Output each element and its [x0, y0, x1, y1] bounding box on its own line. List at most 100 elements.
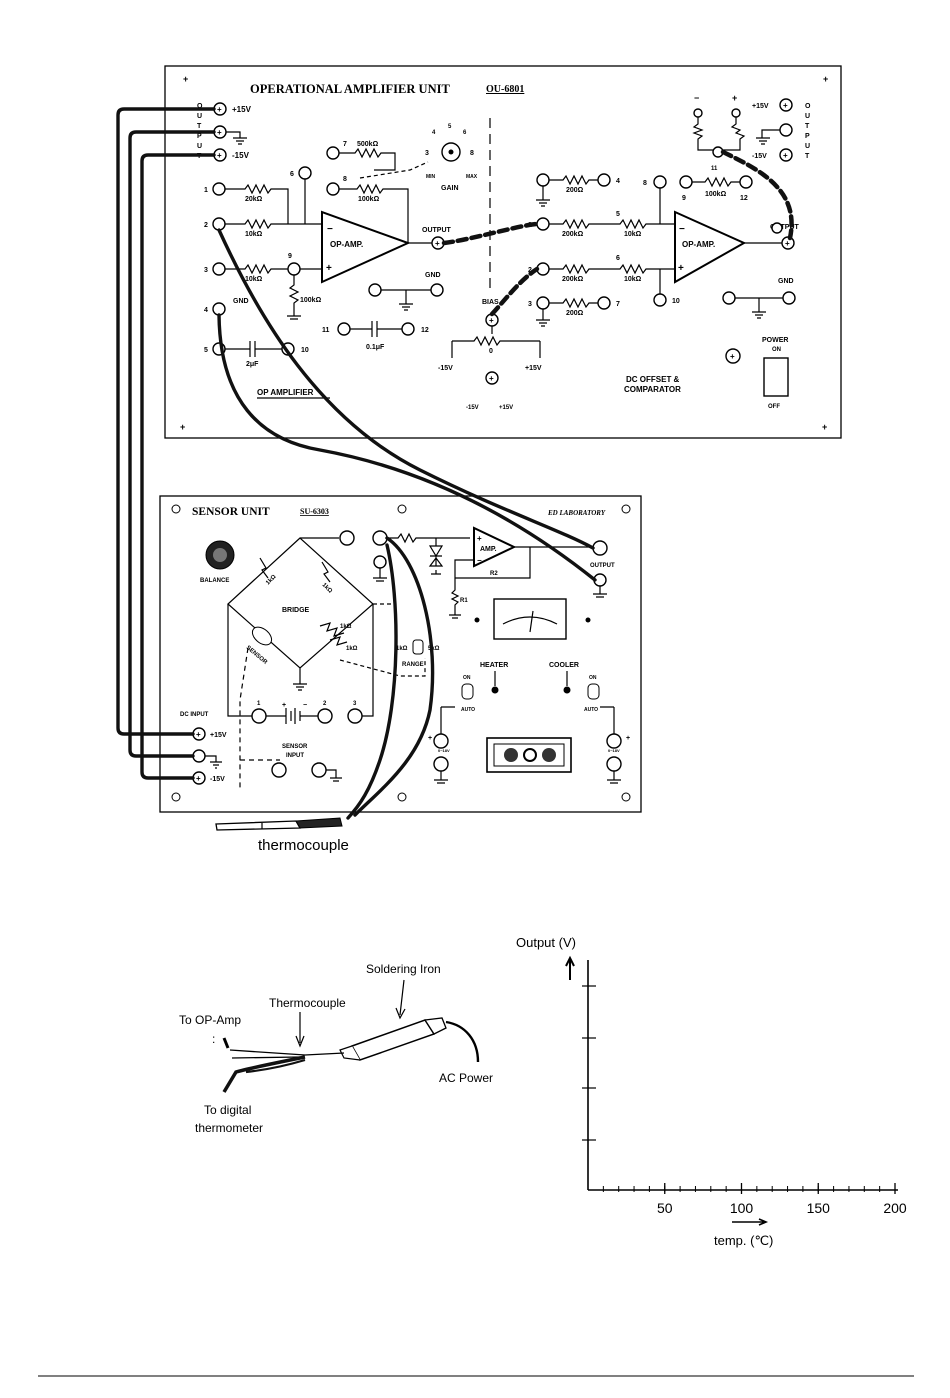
- sensor-unit-title: SENSOR UNIT: [192, 506, 270, 518]
- gnd1-terminal-b[interactable]: [430, 283, 444, 297]
- svg-text:ON: ON: [772, 347, 781, 353]
- battery-terminal-2[interactable]: [317, 708, 333, 724]
- terminal-1b[interactable]: [536, 173, 550, 187]
- sensor-unit-brand: ED LABORATORY: [547, 509, 606, 517]
- amp-gnd-terminal[interactable]: [373, 555, 387, 569]
- svg-text:4: 4: [204, 307, 208, 314]
- svg-text:10kΩ: 10kΩ: [245, 276, 263, 283]
- svg-text:0.1μF: 0.1μF: [366, 344, 385, 351]
- svg-text:8: 8: [470, 150, 474, 157]
- left-power-terminals: O U T P U T + +15V + + -15V: [197, 102, 252, 162]
- right-plus-terminal[interactable]: [731, 108, 741, 118]
- terminal-11[interactable]: [337, 322, 351, 336]
- terminal-4b[interactable]: [597, 173, 611, 187]
- ac-power-label: AC Power: [439, 1071, 493, 1085]
- x-tick-label: 100: [730, 1200, 754, 1216]
- svg-text:3: 3: [528, 301, 532, 308]
- svg-text:+: +: [477, 534, 482, 543]
- opamp-unit-title: OPERATIONAL AMPLIFIER UNIT: [250, 82, 450, 96]
- input-terminal-2[interactable]: [212, 217, 226, 231]
- range-switch[interactable]: [412, 639, 424, 655]
- terminal-7[interactable]: [326, 146, 340, 160]
- gnd1-terminal-a[interactable]: [368, 283, 382, 297]
- power-indicator: [725, 348, 741, 364]
- svg-text:-15V: -15V: [466, 405, 479, 411]
- neg15-label: -15V: [232, 151, 250, 160]
- right-pos15-terminal[interactable]: [779, 98, 793, 112]
- output-vertical-label: O: [197, 103, 203, 110]
- heater-gnd-terminal[interactable]: [433, 756, 449, 772]
- svg-text:INPUT: INPUT: [286, 753, 304, 759]
- terminal-3c[interactable]: [536, 296, 550, 310]
- svg-text:−: −: [679, 224, 685, 235]
- svg-text:10: 10: [672, 298, 680, 305]
- svg-text:POWER: POWER: [762, 337, 788, 344]
- amp-input-terminal[interactable]: [372, 530, 388, 546]
- svg-text:OFF: OFF: [768, 404, 780, 410]
- right-gnd-terminal[interactable]: [779, 123, 793, 137]
- gnd2-terminal-b[interactable]: [782, 291, 796, 305]
- svg-text:4: 4: [432, 130, 436, 136]
- cooler-switch[interactable]: [587, 683, 600, 700]
- svg-text:OP-AMP.: OP-AMP.: [330, 240, 363, 249]
- output2-terminal-b[interactable]: [771, 222, 783, 234]
- battery-terminal-1[interactable]: [251, 708, 267, 724]
- svg-text:U: U: [197, 143, 202, 150]
- svg-text:+: +: [785, 239, 790, 248]
- sensor-input-terminal-1[interactable]: [271, 762, 287, 778]
- y-axis-label: Output (V): [516, 935, 576, 950]
- right-minus-terminal[interactable]: [693, 108, 703, 118]
- svg-text:6: 6: [616, 255, 620, 262]
- svg-text:OUTPUT: OUTPUT: [422, 227, 452, 234]
- svg-text:8: 8: [643, 180, 647, 187]
- input-terminal-1[interactable]: [212, 182, 226, 196]
- panel-screw: +: [183, 74, 188, 84]
- svg-text:U: U: [197, 113, 202, 120]
- svg-text:GND: GND: [425, 272, 441, 279]
- svg-text:20kΩ: 20kΩ: [245, 196, 263, 203]
- terminal-12b[interactable]: [739, 175, 753, 189]
- bias-knob[interactable]: [485, 371, 499, 385]
- terminal-12[interactable]: [401, 322, 415, 336]
- sensor-output-terminal[interactable]: [592, 540, 608, 556]
- svg-text:MIN: MIN: [426, 174, 436, 180]
- terminal-9b[interactable]: [679, 175, 693, 189]
- svg-text:−: −: [327, 224, 333, 235]
- sensor-gnd-terminal[interactable]: [192, 749, 206, 763]
- svg-text:HEATER: HEATER: [480, 662, 508, 669]
- svg-text:T: T: [805, 123, 810, 130]
- analog-meter: [493, 598, 567, 640]
- svg-text:AMP.: AMP.: [480, 546, 497, 553]
- heater-switch[interactable]: [461, 683, 474, 700]
- terminal-10b[interactable]: [653, 293, 667, 307]
- power-switch[interactable]: [763, 357, 789, 397]
- right-neg15-terminal[interactable]: [779, 148, 793, 162]
- terminal-7b[interactable]: [597, 296, 611, 310]
- terminal-8b[interactable]: [653, 175, 667, 189]
- svg-text:T: T: [805, 153, 810, 160]
- input-terminal-3[interactable]: [212, 262, 226, 276]
- svg-text:+15V: +15V: [499, 405, 513, 411]
- terminal-8[interactable]: [326, 182, 340, 196]
- svg-text:10kΩ: 10kΩ: [624, 231, 642, 238]
- input-terminal-4[interactable]: [212, 302, 226, 316]
- sensor-input-terminal-2[interactable]: [311, 762, 327, 778]
- heater-power-terminal[interactable]: [433, 733, 449, 749]
- gnd2-terminal-a[interactable]: [722, 291, 736, 305]
- terminal-6[interactable]: [298, 166, 312, 180]
- svg-text:5: 5: [616, 211, 620, 218]
- svg-text:1kΩ: 1kΩ: [340, 624, 352, 630]
- noninv-terminal-9[interactable]: [287, 262, 301, 276]
- terminal-2b[interactable]: [536, 217, 550, 231]
- svg-text:BIAS: BIAS: [482, 299, 499, 306]
- cooler-gnd-terminal[interactable]: [606, 756, 622, 772]
- svg-text:+: +: [678, 263, 684, 274]
- svg-text:AUTO: AUTO: [461, 707, 475, 713]
- svg-text:200Ω: 200Ω: [566, 310, 584, 317]
- bridge-top-terminal[interactable]: [339, 530, 355, 546]
- battery-terminal-3[interactable]: [347, 708, 363, 724]
- cooler-power-terminal[interactable]: [606, 733, 622, 749]
- svg-text:100kΩ: 100kΩ: [300, 297, 322, 304]
